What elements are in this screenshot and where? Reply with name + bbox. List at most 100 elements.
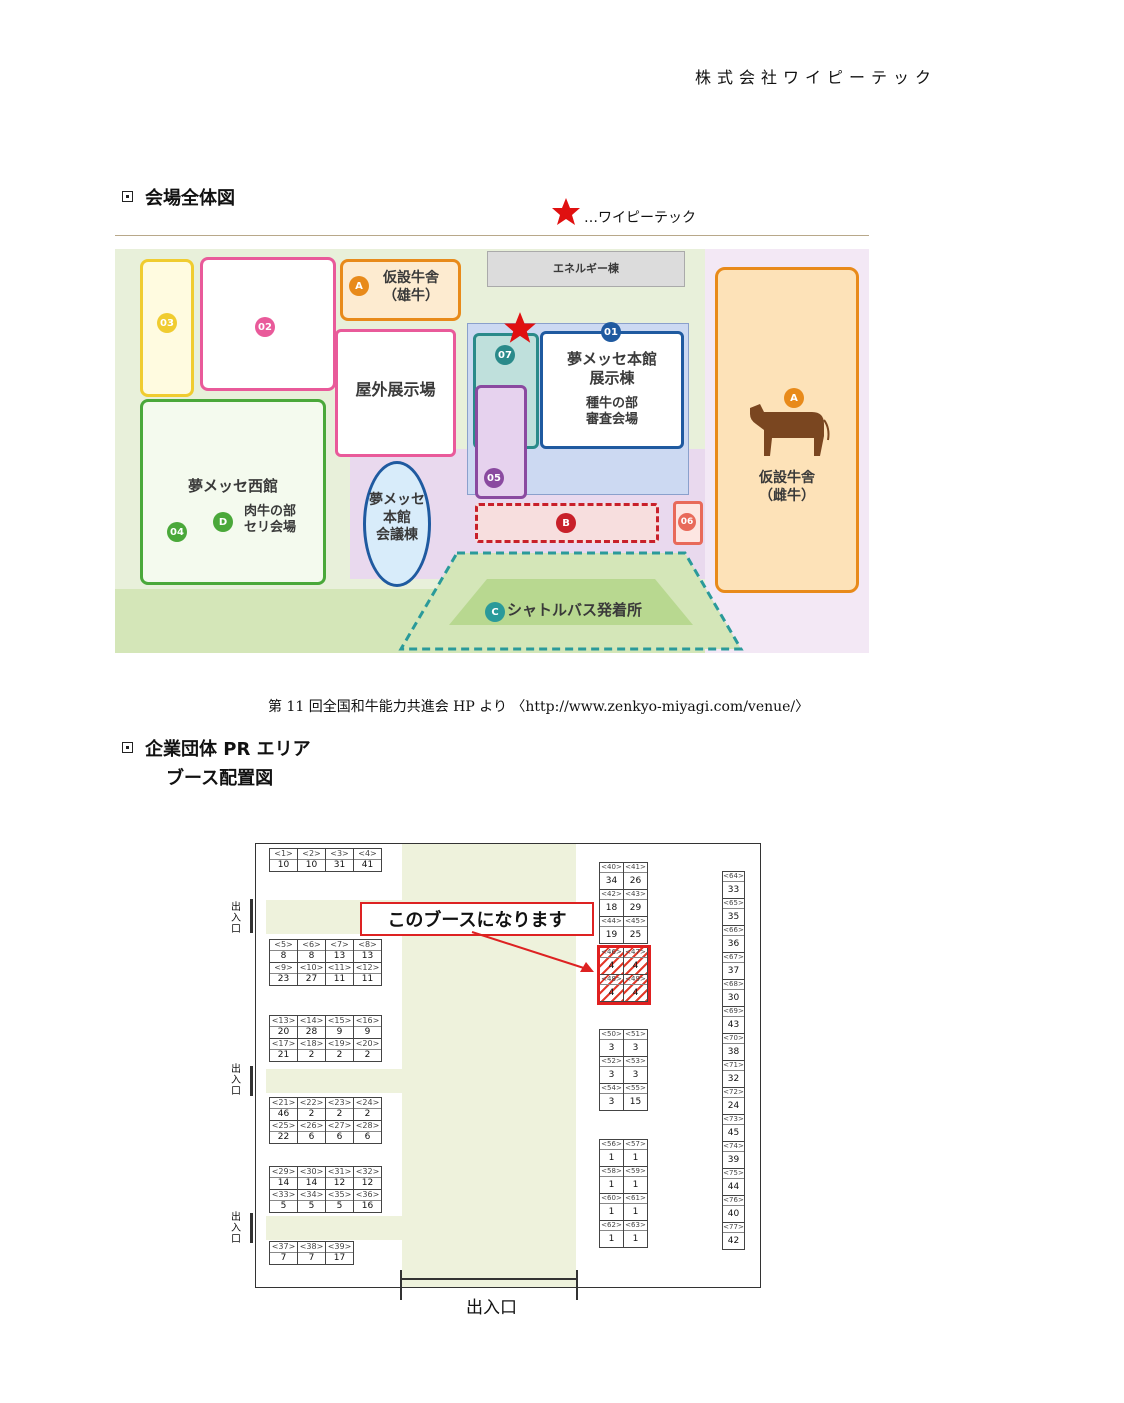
booth-id: <14>	[298, 1016, 325, 1027]
booth-id: <18>	[298, 1039, 325, 1050]
booth-cell: <1>10	[269, 848, 298, 872]
booth-cell: <41> 26	[623, 862, 648, 890]
booth-id: <76>	[723, 1196, 744, 1206]
booth-cell: <74>39	[722, 1141, 745, 1169]
star-icon	[504, 312, 536, 343]
booth-plan: <1>10<2>10<3>31<4>41 <5>8<6>8<7>13<8>13<…	[231, 843, 761, 1288]
booth-number: 23	[277, 974, 290, 984]
booth-id: <17>	[270, 1039, 297, 1050]
booth-cell: <66>36	[722, 925, 745, 953]
conference-label2: 本館	[383, 509, 411, 526]
booth-row: <17>21<18>2<19>2<20>2	[269, 1038, 382, 1062]
area-temp-cow: A 仮設牛舎 （雌牛）	[715, 267, 859, 593]
west-hall-sub1: 肉牛の部	[243, 504, 296, 519]
booth-cell: <54>3	[599, 1083, 624, 1111]
booth-number: 2	[336, 1109, 343, 1119]
booth-row: <25>22<26>6<27>6<28>6	[269, 1120, 382, 1144]
booth-cell: <17>21	[269, 1038, 298, 1062]
booth-id: <70>	[723, 1034, 744, 1044]
conference-label3: 会議棟	[376, 527, 418, 543]
booth-number: 2	[364, 1050, 371, 1060]
booth-number: 13	[361, 951, 374, 961]
booth-id: <64>	[723, 872, 744, 882]
booth-id: <73>	[723, 1115, 744, 1125]
booth-number: 16	[361, 1201, 374, 1211]
booth-id: <45>	[624, 917, 647, 927]
booth-id: <29>	[270, 1167, 297, 1178]
booth-cell: <6>8	[297, 939, 326, 963]
pin-01: 01	[601, 322, 621, 342]
booth-cell: <7>13	[325, 939, 354, 963]
booth-id: <35>	[326, 1190, 353, 1201]
booth-number: 34	[605, 876, 618, 886]
booth-id: <51>	[624, 1030, 647, 1040]
booth-id: <41>	[624, 863, 647, 873]
divider	[115, 235, 869, 236]
booth-number: 2	[308, 1109, 315, 1119]
main-hall-label3: 種牛の部	[585, 396, 638, 411]
booth-number: 40	[727, 1209, 740, 1219]
booth-cell: <35>5	[325, 1189, 354, 1213]
booth-cell: <43>29	[623, 889, 648, 917]
booth-cell: <26>6	[297, 1120, 326, 1144]
booth-id: <2>	[298, 849, 325, 860]
booth-id: <57>	[624, 1140, 647, 1150]
booth-id: <61>	[624, 1194, 647, 1204]
booth-number: 2	[336, 1050, 343, 1060]
booth-id: <55>	[624, 1084, 647, 1094]
booth-number: 11	[361, 974, 374, 984]
booth-group-3: <13>20<14>28<15>9<16>9<17>21<18>2<19>2<2…	[269, 1015, 382, 1062]
booth-id: <16>	[354, 1016, 381, 1027]
booth-group-4: <21>46<22>2<23>2<24>2<25>22<26>6<27>6<28…	[269, 1097, 382, 1144]
booth-cell: <49>4	[623, 974, 648, 1002]
booth-cell: <67>37	[722, 952, 745, 980]
booth-id: <75>	[723, 1169, 744, 1179]
booth-id: <43>	[624, 890, 647, 900]
booth-id: <3>	[326, 849, 353, 860]
side-entrance-2: 出入口	[231, 1064, 241, 1097]
booth-cell: <4>41	[353, 848, 382, 872]
booth-number: 1	[608, 1207, 615, 1217]
booth-cell: <15>9	[325, 1015, 354, 1039]
booth-number: 5	[336, 1201, 343, 1211]
booth-number: 1	[632, 1180, 639, 1190]
booth-number: 20	[277, 1027, 290, 1037]
booth-number: 14	[305, 1178, 318, 1188]
area-main-hall: 01 夢メッセ本館 展示棟 種牛の部 審査会場	[540, 322, 684, 449]
callout-arrow-icon	[471, 931, 594, 972]
booth-number: 21	[277, 1050, 290, 1060]
side-entrance-1: 出入口	[231, 902, 241, 935]
booth-cell: <45>25	[623, 916, 648, 944]
energy-building: エネルギー棟	[487, 251, 685, 287]
booth-cell: <31>12	[325, 1166, 354, 1190]
booth-id: <4>	[354, 849, 381, 860]
booth-id: <60>	[600, 1194, 623, 1204]
booth-cell: <30>14	[297, 1166, 326, 1190]
booth-row: <1>10<2>10<3>31<4>41	[269, 848, 382, 872]
booth-id: <23>	[326, 1098, 353, 1109]
booth-cell: <62>1	[599, 1220, 624, 1248]
booth-number: 1	[608, 1180, 615, 1190]
booth-number: 46	[277, 1109, 290, 1119]
booth-group-6: <37>7<38>7<39>17	[269, 1241, 354, 1265]
booth-id: <68>	[723, 980, 744, 990]
booth-cell: <42>18	[599, 889, 624, 917]
booth-id: <5>	[270, 940, 297, 951]
booth-number: 36	[727, 939, 740, 949]
booth-cell: <20>2	[353, 1038, 382, 1062]
booth-id: <58>	[600, 1167, 623, 1177]
booth-cell: <37>7	[269, 1241, 298, 1265]
booth-cell: <11>11	[325, 962, 354, 986]
section-booth-title: 企業団体 PR エリア	[122, 735, 311, 761]
booth-title-line2: ブース配置図	[166, 768, 274, 789]
booth-number: 8	[308, 951, 315, 961]
booth-number: 3	[632, 1070, 639, 1080]
booth-id: <19>	[326, 1039, 353, 1050]
booth-number: 1	[632, 1153, 639, 1163]
booth-number: 45	[727, 1128, 740, 1138]
booth-id: <74>	[723, 1142, 744, 1152]
booth-cell: <13>20	[269, 1015, 298, 1039]
booth-number: 26	[629, 876, 642, 886]
booth-id: <1>	[270, 849, 297, 860]
booth-id: <12>	[354, 963, 381, 974]
